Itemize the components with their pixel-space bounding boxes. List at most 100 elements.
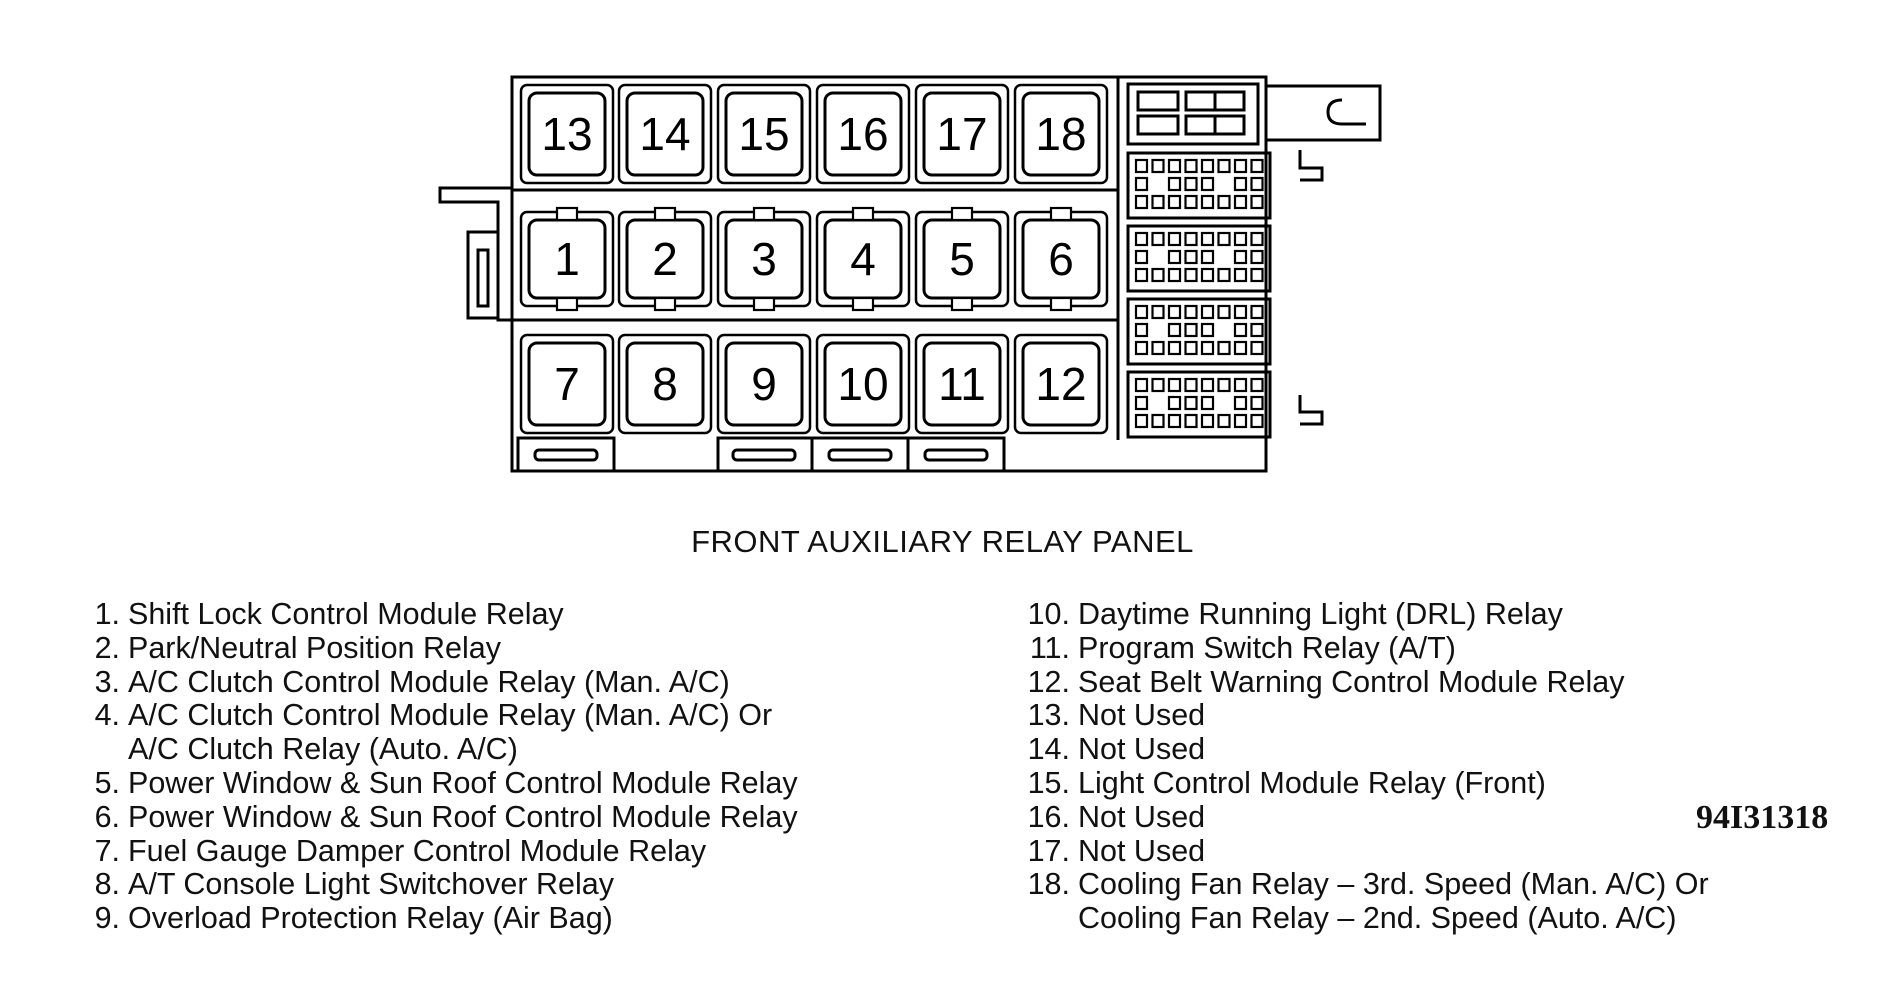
legend-item: 15.Light Control Module Relay (Front) [1010,765,1709,801]
relay-16: 16 [815,83,911,185]
relay-label-7: 7 [554,358,580,410]
relay-1: 1 [519,206,615,312]
legend-item: 11.Program Switch Relay (A/T) [1010,630,1709,666]
legend-item-number: 14. [1027,732,1070,767]
legend-item-text: Power Window & Sun Roof Control Module R… [128,765,798,800]
legend-item: 7.Fuel Gauge Damper Control Module Relay [82,833,798,869]
legend-item: 6.Power Window & Sun Roof Control Module… [82,799,798,835]
legend-item-number: 17. [1027,833,1070,868]
legend-item-number: 13. [1027,698,1070,733]
legend-item-text: Light Control Module Relay (Front) [1078,765,1546,800]
legend-item-text: Fuel Gauge Damper Control Module Relay [128,833,707,868]
relay-label-14: 14 [639,108,690,160]
relay-11: 11 [914,333,1010,435]
relay-label-2: 2 [652,233,678,285]
relay-label-8: 8 [652,358,678,410]
relay-label-17: 17 [936,108,987,160]
legend-item: 16.Not Used [1010,799,1709,835]
legend-item-number: 5. [94,765,120,800]
legend-item-text: Cooling Fan Relay – 3rd. Speed (Man. A/C… [1078,867,1709,902]
legend-item-continuation: A/C Clutch Relay (Auto. A/C) [128,732,518,767]
relay-7: 7 [519,333,615,435]
relay-label-13: 13 [541,108,592,160]
legend-item-number: 1. [94,597,120,631]
relay-label-4: 4 [850,233,876,285]
legend-item-number: 11. [1029,630,1070,665]
legend-item-text: Not Used [1078,698,1206,733]
legend-item: 8.A/T Console Light Switchover Relay [82,868,798,902]
legend-item-text: A/C Clutch Control Module Relay (Man. A/… [128,698,773,733]
left-mounting-tab [438,186,512,322]
legend-item-number: 15. [1027,765,1070,800]
relay-label-15: 15 [738,108,789,160]
legend-item-text: Seat Belt Warning Control Module Relay [1078,664,1625,699]
relay-17: 17 [914,83,1010,185]
legend-item: 3.A/C Clutch Control Module Relay (Man. … [82,664,798,700]
legend-item: 13.Not Used [1010,699,1709,733]
relay-label-3: 3 [751,233,777,285]
legend-item-text: Not Used [1078,799,1206,834]
legend-item-text: Not Used [1078,732,1206,767]
legend-item-number: 8. [94,867,120,902]
legend-item: 14.Not Used [1010,732,1709,767]
relay-8: 8 [617,333,713,435]
relay-label-11: 11 [938,358,986,410]
legend-item-text: Not Used [1078,833,1206,868]
relay-9: 9 [716,333,812,435]
relay-15: 15 [716,83,812,185]
legend-item-number: 3. [94,664,120,699]
legend-item-text: A/T Console Light Switchover Relay [128,867,614,902]
relay-12: 12 [1013,333,1109,435]
legend-item-number: 10. [1027,597,1070,631]
relay-label-5: 5 [949,233,975,285]
relay-14: 14 [617,83,713,185]
connector-block-top [1126,82,1260,146]
relay-3: 3 [716,206,812,312]
legend-item-number: 9. [94,901,120,936]
relay-13: 13 [519,83,615,185]
relay-label-9: 9 [751,358,777,410]
legend-item: 2.Park/Neutral Position Relay [82,630,798,666]
legend-item-text: A/C Clutch Control Module Relay (Man. A/… [128,664,730,699]
legend-item: 1.Shift Lock Control Module Relay [82,597,798,632]
legend-item: 17.Not Used [1010,833,1709,869]
figure-code: 94I31318 [1696,799,1829,836]
legend-item-text: Shift Lock Control Module Relay [128,597,564,631]
legend-item: 5.Power Window & Sun Roof Control Module… [82,765,798,801]
legend-item-text: Program Switch Relay (A/T) [1078,630,1456,665]
relay-4: 4 [815,206,911,312]
relay-label-12: 12 [1035,358,1086,410]
relay-6: 6 [1013,206,1109,312]
legend-item-number: 2. [94,630,120,665]
relay-label-6: 6 [1048,233,1074,285]
relay-5: 5 [914,206,1010,312]
legend-item: 9.Overload Protection Relay (Air Bag) [82,901,798,936]
legend-item: 4.A/C Clutch Control Module Relay (Man. … [82,699,798,733]
legend-item-number: 18. [1027,867,1070,902]
diagram-caption: FRONT AUXILIARY RELAY PANEL [691,524,1194,559]
legend-item-continuation: Cooling Fan Relay – 2nd. Speed (Auto. A/… [1078,901,1677,936]
legend-item-number: 7. [94,833,120,868]
legend-item: 10.Daytime Running Light (DRL) Relay [1010,597,1709,632]
legend-item-text: Power Window & Sun Roof Control Module R… [128,799,798,834]
right-hook [1266,84,1382,142]
legend-item-text: Park/Neutral Position Relay [128,630,501,665]
legend-item: 12.Seat Belt Warning Control Module Rela… [1010,664,1709,700]
legend-item: 18.Cooling Fan Relay – 3rd. Speed (Man. … [1010,868,1709,902]
legend-item-number: 6. [94,799,120,834]
multi-pin-connectors [1126,151,1272,439]
legend-item-number: 4. [94,698,120,733]
relay-10: 10 [815,333,911,435]
legend-item-number: 12. [1027,664,1070,699]
legend-item-text: Daytime Running Light (DRL) Relay [1078,597,1563,631]
relay-label-16: 16 [837,108,888,160]
relay-label-1: 1 [554,233,580,285]
relay-2: 2 [617,206,713,312]
legend-item-number: 16. [1027,799,1070,834]
legend-item-text: Overload Protection Relay (Air Bag) [128,901,613,936]
relay-label-18: 18 [1035,108,1086,160]
relay-label-10: 10 [837,358,888,410]
